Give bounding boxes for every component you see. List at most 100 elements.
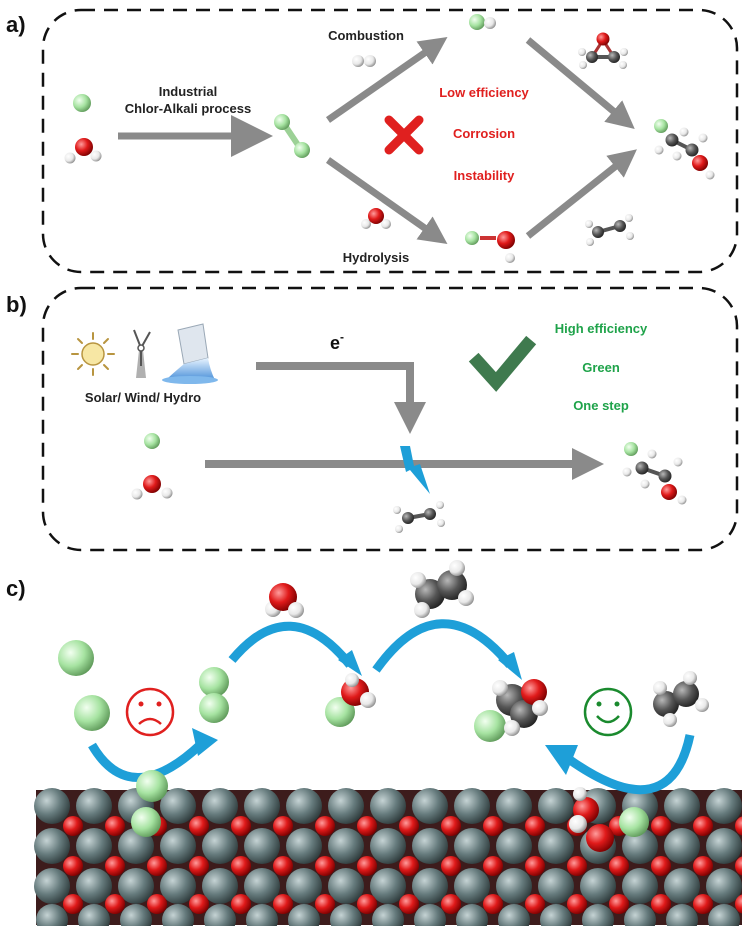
ethylene-arrow (525, 149, 637, 239)
adsorption-arrow (88, 741, 204, 782)
metal-atom (664, 788, 700, 824)
oxygen-atom (651, 894, 671, 914)
benefit-one-step: One step (573, 398, 629, 413)
oxygen-atom (315, 894, 335, 914)
metal-atom (496, 788, 532, 824)
process-label-2: Chlor-Alkali process (125, 101, 251, 116)
metal-atom (160, 828, 196, 864)
problem-corrosion: Corrosion (453, 126, 515, 141)
oxygen-atom (189, 816, 209, 836)
metal-atom (78, 904, 110, 931)
hydro-icon (162, 323, 218, 384)
metal-atom (454, 868, 490, 904)
hydrogen-chloride-molecule (469, 14, 496, 30)
metal-atom (706, 828, 742, 864)
oxygen-atom (399, 894, 419, 914)
lightning-icon (400, 446, 430, 494)
oxygen-atom (231, 856, 251, 876)
panel-a-frame (41, 8, 739, 274)
electron-arrow (256, 362, 426, 434)
oxygen-atom (357, 894, 377, 914)
oxygen-atom (273, 816, 293, 836)
metal-atom (706, 868, 742, 904)
metal-atom (118, 828, 154, 864)
metal-atom (286, 788, 322, 824)
oxygen-atom (63, 894, 83, 914)
oxygen-atom (315, 816, 335, 836)
combustion-arrow (326, 37, 448, 123)
metal-atom (328, 788, 364, 824)
metal-atom (540, 904, 572, 931)
chlorine-atom (199, 667, 229, 697)
metal-atom (538, 788, 574, 824)
check-icon (468, 335, 537, 392)
chlorine-molecule (274, 114, 310, 158)
oxygen-atom (441, 856, 461, 876)
oxygen-atom (735, 856, 742, 876)
oxygen-atom (441, 894, 461, 914)
metal-atom (706, 788, 742, 824)
metal-atom (666, 904, 698, 931)
oxygen-atom (693, 856, 713, 876)
oxygen-atom (735, 816, 742, 836)
oxygen-atom (357, 816, 377, 836)
panel-c-label: c) (6, 576, 26, 601)
chlorine-atom (74, 695, 110, 731)
oxygen-atom (441, 816, 461, 836)
metal-atom (456, 904, 488, 931)
oxygen-atom (525, 856, 545, 876)
metal-atom (412, 868, 448, 904)
metal-atom (76, 788, 112, 824)
water-attack-arrow-head (338, 650, 362, 676)
metal-atom (538, 828, 574, 864)
metal-atom (624, 904, 656, 931)
happy-face-icon (583, 687, 633, 737)
metal-atom (454, 828, 490, 864)
metal-atom (496, 828, 532, 864)
metal-atom (202, 788, 238, 824)
metal-atom (370, 828, 406, 864)
metal-atom (34, 868, 70, 904)
oxygen-atom (231, 816, 251, 836)
metal-atom (160, 868, 196, 904)
panel-b: b) Solar/ Wind/ Hydro (6, 286, 739, 552)
metal-atom (372, 904, 404, 931)
metal-atom (328, 868, 364, 904)
chlorohydrin-intermediate (474, 679, 548, 742)
oxygen-atom (63, 816, 83, 836)
chlorohydrin-molecule (622, 442, 687, 505)
chlorine-atom (73, 94, 91, 112)
metal-atom (246, 904, 278, 931)
hydrolysis-label: Hydrolysis (343, 250, 409, 265)
metal-atom (664, 828, 700, 864)
oxygen-atom (651, 856, 671, 876)
panel-a-label: a) (6, 12, 26, 37)
oxygen-atom (609, 856, 629, 876)
oxygen-atom (399, 816, 419, 836)
chlorine-atom (136, 770, 168, 802)
chlorine-atom (144, 433, 160, 449)
hypochlorous-acid-molecule (465, 231, 515, 263)
metal-atom (414, 904, 446, 931)
epoxide-arrow (525, 37, 635, 129)
oxygen-atom (357, 856, 377, 876)
hydrogen-molecule (352, 55, 376, 67)
ethylene-attack-arrow-head (498, 652, 522, 680)
oxygen-atom (693, 816, 713, 836)
ethylene-molecule (585, 214, 634, 246)
oxygen-atom (693, 894, 713, 914)
adsorbed-hydroxyl (569, 787, 614, 852)
water-molecule-hydrolysis (361, 208, 391, 229)
oxygen-atom (147, 894, 167, 914)
combustion-label: Combustion (328, 28, 404, 43)
metal-atom (202, 868, 238, 904)
water-molecule (265, 583, 304, 618)
sad-face-icon (125, 687, 175, 737)
ethylene-molecule (410, 560, 474, 618)
water-molecule (64, 138, 102, 164)
metal-atom (582, 904, 614, 931)
sun-icon (71, 332, 115, 376)
metal-atom (76, 868, 112, 904)
metal-atom (34, 828, 70, 864)
